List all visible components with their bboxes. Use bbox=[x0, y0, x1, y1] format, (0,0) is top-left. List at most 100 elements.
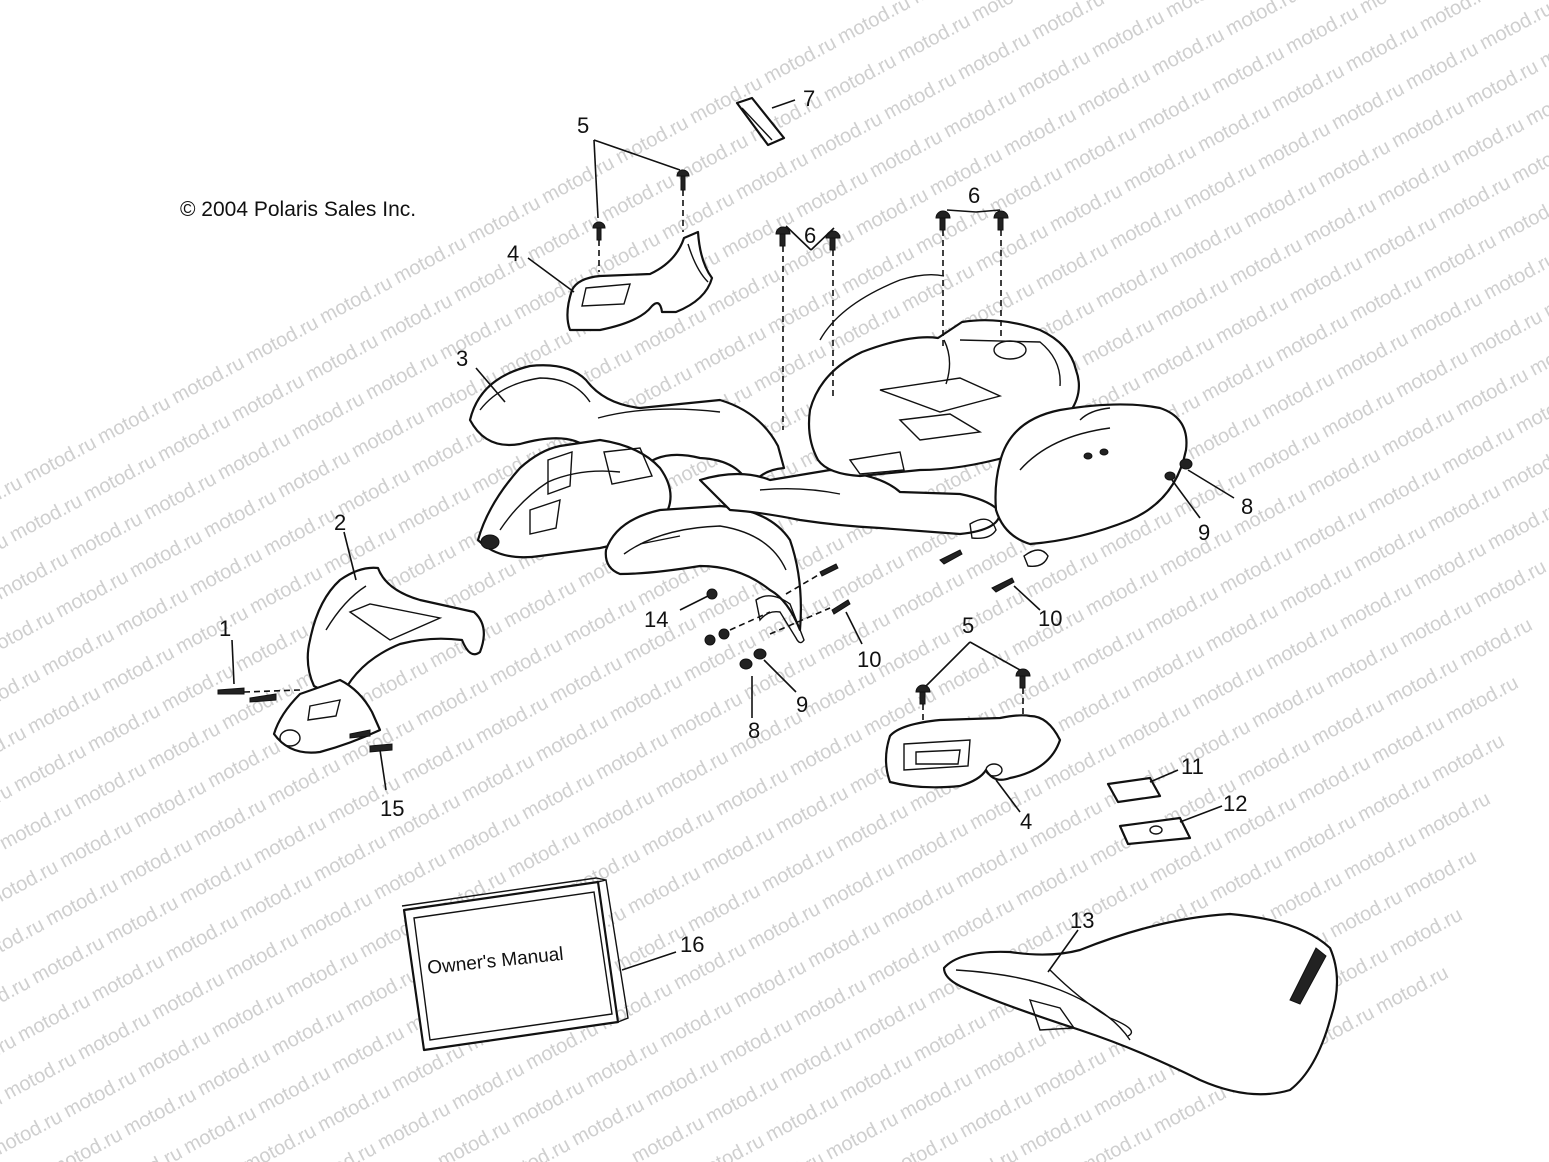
watermark-text: motod.ru bbox=[524, 210, 604, 266]
watermark-text: motod.ru bbox=[1470, 556, 1549, 612]
watermark-text: motod.ru bbox=[260, 504, 340, 560]
watermark-text: motod.ru bbox=[814, 608, 894, 664]
watermark-text: motod.ru bbox=[1128, 640, 1208, 696]
watermark-text: motod.ru bbox=[302, 330, 382, 386]
watermark-text: motod.ru bbox=[88, 950, 168, 1006]
watermark-text: motod.ru bbox=[1268, 60, 1348, 116]
watermark-text: motod.ru bbox=[1280, 810, 1360, 866]
callout-9-right: 9 bbox=[1198, 520, 1210, 545]
watermark-text: motod.ru bbox=[610, 920, 690, 976]
screws-6 bbox=[775, 209, 1009, 430]
watermark-text: motod.ru bbox=[162, 910, 242, 966]
screws-5-lower bbox=[915, 641, 1031, 724]
watermark-text: motod.ru bbox=[592, 728, 672, 784]
watermark-text: motod.ru bbox=[10, 740, 90, 796]
watermark-text: motod.ru bbox=[486, 634, 566, 690]
callout-5-lower: 5 bbox=[962, 613, 974, 638]
watermark-text: motod.ru bbox=[656, 996, 736, 1052]
watermark-text: motod.ru bbox=[1452, 364, 1532, 420]
watermark-text: motod.ru bbox=[1494, 190, 1549, 246]
watermark-text: motod.ru bbox=[1388, 96, 1468, 152]
part-7-bracket bbox=[735, 96, 796, 147]
watermark-text: motod.ru bbox=[800, 666, 880, 722]
watermark-text: motod.ru bbox=[398, 732, 478, 788]
watermark-text: motod.ru bbox=[1396, 596, 1476, 652]
callout-10-right: 10 bbox=[1038, 606, 1062, 631]
watermark-text: motod.ru bbox=[42, 874, 122, 930]
callout-7: 7 bbox=[803, 86, 815, 111]
watermark-text: motod.ru bbox=[1184, 408, 1264, 464]
watermark-text: motod.ru bbox=[98, 642, 178, 698]
watermark-text: motod.ru bbox=[1082, 564, 1162, 620]
watermark-text: motod.ru bbox=[126, 526, 206, 582]
watermark-text: motod.ru bbox=[1294, 752, 1374, 808]
watermark-text: motod.ru bbox=[1150, 1082, 1230, 1138]
watermark-text: motod.ru bbox=[1202, 600, 1282, 656]
watermark-text: motod.ru bbox=[628, 1112, 708, 1162]
watermark-text: motod.ru bbox=[850, 992, 930, 1048]
watermark-text: motod.ru bbox=[864, 934, 944, 990]
watermark-text: motod.ru bbox=[448, 1058, 528, 1114]
watermark-text: motod.ru bbox=[892, 818, 972, 874]
callout-12: 12 bbox=[1223, 791, 1247, 816]
watermark-text: motod.ru bbox=[1340, 828, 1420, 884]
watermark-text: motod.ru bbox=[1134, 82, 1214, 138]
watermark-text: motod.ru bbox=[1414, 788, 1494, 844]
watermark-text: motod.ru bbox=[1448, 114, 1528, 170]
callout-4-upper: 4 bbox=[507, 241, 519, 266]
callout-14: 14 bbox=[644, 607, 668, 632]
watermark-text: motod.ru bbox=[66, 508, 146, 564]
watermark-text: motod.ru bbox=[704, 264, 784, 320]
watermark-text: motod.ru bbox=[1046, 180, 1126, 236]
watermark-text: motod.ru bbox=[390, 232, 470, 288]
watermark-text: motod.ru bbox=[642, 1054, 722, 1110]
watermark-text: motod.ru bbox=[1198, 350, 1278, 406]
watermark-text: motod.ru bbox=[1014, 46, 1094, 102]
watermark-text: motod.ru bbox=[888, 568, 968, 624]
watermark-text: motod.ru bbox=[1148, 24, 1228, 80]
watermark-text: motod.ru bbox=[1364, 462, 1444, 518]
watermark-text: motod.ru bbox=[274, 446, 354, 502]
watermark-text: motod.ru bbox=[444, 808, 524, 864]
watermark-text: motod.ru bbox=[348, 406, 428, 462]
watermark-text: motod.ru bbox=[898, 260, 978, 316]
watermark-text: motod.ru bbox=[1060, 122, 1140, 178]
watermark-text: motod.ru bbox=[1078, 314, 1158, 370]
watermark-text: motod.ru bbox=[690, 322, 770, 378]
watermark-text: motod.ru bbox=[762, 1090, 842, 1146]
watermark-text: motod.ru bbox=[38, 624, 118, 680]
watermark-text: motod.ru bbox=[130, 776, 210, 832]
watermark-text: motod.ru bbox=[1480, 248, 1549, 304]
watermark-text: motod.ru bbox=[1476, 0, 1549, 54]
watermark-text: motod.ru bbox=[772, 782, 852, 838]
watermark-text: motod.ru bbox=[538, 152, 618, 208]
part-4-lower-side-panel bbox=[884, 714, 1062, 813]
watermark-text: motod.ru bbox=[666, 688, 746, 744]
watermark-text: motod.ru bbox=[1000, 104, 1080, 160]
watermark-text: motod.ru bbox=[880, 68, 960, 124]
watermark-text: motod.ru bbox=[680, 630, 760, 686]
watermark-text: motod.ru bbox=[878, 876, 958, 932]
watermark-text: motod.ru bbox=[412, 674, 492, 730]
watermark-text: motod.ru bbox=[954, 28, 1034, 84]
watermark-text: motod.ru bbox=[894, 10, 974, 66]
watermark-text: motod.ru bbox=[0, 1106, 66, 1162]
watermark-text: motod.ru bbox=[790, 974, 870, 1030]
watermark-text: motod.ru bbox=[208, 986, 288, 1042]
copyright-notice: © 2004 Polaris Sales Inc. bbox=[180, 198, 416, 221]
watermark-text: motod.ru bbox=[972, 220, 1052, 276]
watermark-text: motod.ru bbox=[1336, 578, 1416, 634]
watermark-text: motod.ru bbox=[148, 968, 228, 1024]
watermark-text: motod.ru bbox=[1360, 212, 1440, 268]
callout-6-left: 6 bbox=[804, 223, 816, 248]
watermark-text: motod.ru bbox=[508, 1076, 588, 1132]
watermark-text: motod.ru bbox=[1326, 886, 1406, 942]
front-fender-lower bbox=[604, 504, 802, 632]
watermark-text: motod.ru bbox=[102, 892, 182, 948]
watermark-text: motod.ru bbox=[758, 840, 838, 896]
parts-11-12-decals bbox=[1106, 769, 1223, 846]
watermark-text: motod.ru bbox=[956, 1086, 1036, 1142]
watermark-text: motod.ru bbox=[70, 758, 150, 814]
watermark-text: motod.ru bbox=[504, 826, 584, 882]
watermark-text: motod.ru bbox=[836, 1050, 916, 1106]
